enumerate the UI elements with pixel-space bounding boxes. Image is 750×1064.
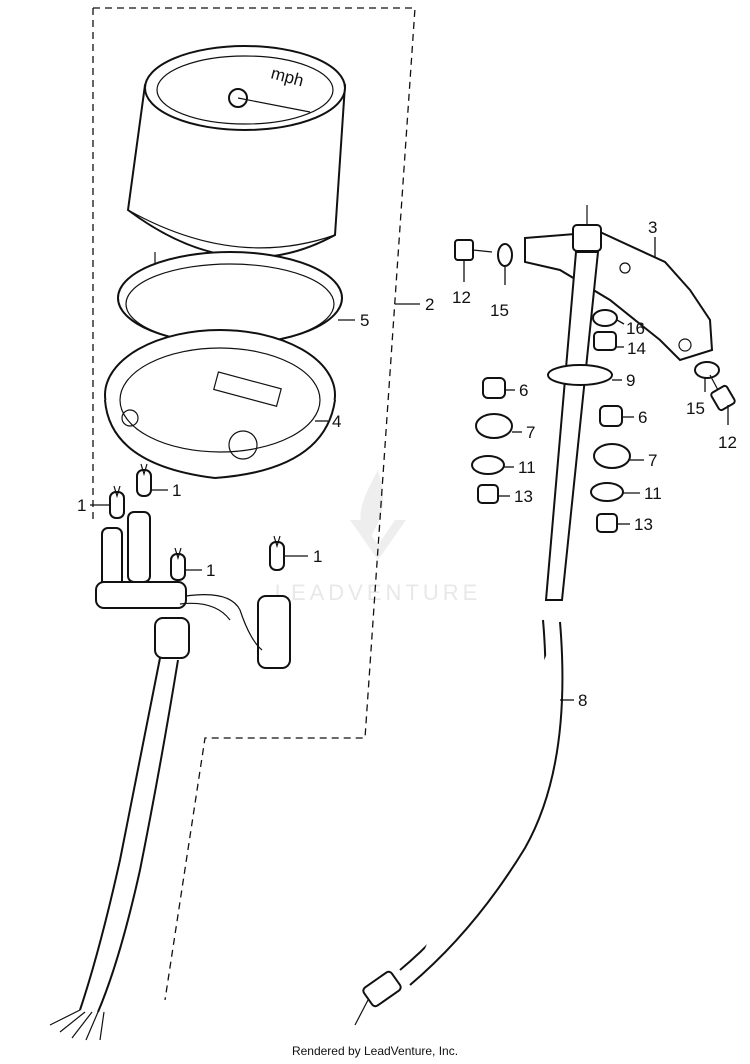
bulb xyxy=(109,485,125,519)
nut xyxy=(593,331,617,351)
callout-14-label: 14 xyxy=(627,339,646,358)
bolt xyxy=(709,374,736,412)
bulb xyxy=(269,535,285,571)
callout-12: 12 xyxy=(452,260,471,307)
washer xyxy=(590,482,624,502)
speedometer-bracket xyxy=(524,230,714,362)
callout-15: 15 xyxy=(686,378,706,418)
callout-13: 13 xyxy=(498,487,533,506)
nut xyxy=(477,484,499,504)
callout-15: 15 xyxy=(490,266,509,320)
callout-15-label: 15 xyxy=(686,399,705,418)
callout-13: 13 xyxy=(617,515,653,534)
callout-12: 12 xyxy=(718,405,737,452)
collar xyxy=(599,405,623,427)
callout-6: 6 xyxy=(622,408,647,427)
washer xyxy=(592,309,618,327)
callout-12-label: 12 xyxy=(452,288,471,307)
callout-7-label: 7 xyxy=(648,451,657,470)
collar xyxy=(482,377,506,399)
bulb xyxy=(136,463,152,497)
callout-9-label: 9 xyxy=(626,371,635,390)
callout-5-label: 5 xyxy=(360,311,369,330)
callout-1-label: 1 xyxy=(172,481,181,500)
nut xyxy=(596,513,618,533)
callout-8: 8 xyxy=(560,691,587,710)
speedometer-housing: mph xyxy=(126,45,347,298)
bulb xyxy=(170,547,186,581)
callout-1-label: 1 xyxy=(313,547,322,566)
washer xyxy=(471,455,505,475)
callout-1: 1 xyxy=(284,547,322,566)
callout-11-label: 11 xyxy=(644,484,662,503)
callout-3: 3 xyxy=(648,218,657,258)
callout-13-label: 13 xyxy=(634,515,653,534)
leadventure-watermark: LEADVENTURE xyxy=(275,470,482,605)
callout-2: 2 xyxy=(395,295,434,314)
callout-1: 1 xyxy=(151,481,181,500)
callout-11-label: 11 xyxy=(518,458,536,477)
footer-credit: Rendered by LeadVenture, Inc. xyxy=(291,1044,459,1058)
bolt xyxy=(454,239,493,261)
callout-4: 4 xyxy=(315,412,341,431)
callout-14: 14 xyxy=(616,339,646,358)
callout-3-label: 3 xyxy=(648,218,657,237)
callout-7-label: 7 xyxy=(526,423,535,442)
callout-11: 11 xyxy=(623,484,662,503)
callout-1-label: 1 xyxy=(206,561,215,580)
callout-16: 16 xyxy=(616,319,645,338)
callout-7: 7 xyxy=(630,451,657,470)
callout-16-label: 16 xyxy=(626,319,645,338)
watermark-text: LEADVENTURE xyxy=(275,580,482,605)
assembly-boundary xyxy=(93,7,416,1001)
callout-1-label: 1 xyxy=(77,496,86,515)
washer xyxy=(497,243,513,267)
callout-12-label: 12 xyxy=(718,433,737,452)
socket-harness xyxy=(49,511,291,1041)
grommet xyxy=(593,443,631,469)
grommet xyxy=(475,413,513,439)
callout-6: 6 xyxy=(505,381,528,400)
callout-7: 7 xyxy=(512,423,535,442)
callout-11: 11 xyxy=(504,458,536,477)
callout-8-label: 8 xyxy=(578,691,587,710)
callout-6-label: 6 xyxy=(638,408,647,427)
callout-1: 1 xyxy=(77,496,110,515)
speedometer-cable-lower xyxy=(354,619,564,1026)
callout-15-label: 15 xyxy=(490,301,509,320)
washer xyxy=(694,361,720,379)
speedometer-cable-upper xyxy=(544,205,613,601)
callout-5: 5 xyxy=(338,311,369,330)
dial-needle xyxy=(237,97,311,113)
callout-9: 9 xyxy=(612,371,635,390)
callout-4-label: 4 xyxy=(332,412,341,431)
callout-13-label: 13 xyxy=(514,487,533,506)
grommet-ring xyxy=(547,364,613,386)
speedometer-case xyxy=(104,329,336,480)
callout-1: 1 xyxy=(185,561,215,580)
callout-6-label: 6 xyxy=(519,381,528,400)
callout-2-label: 2 xyxy=(425,295,434,314)
